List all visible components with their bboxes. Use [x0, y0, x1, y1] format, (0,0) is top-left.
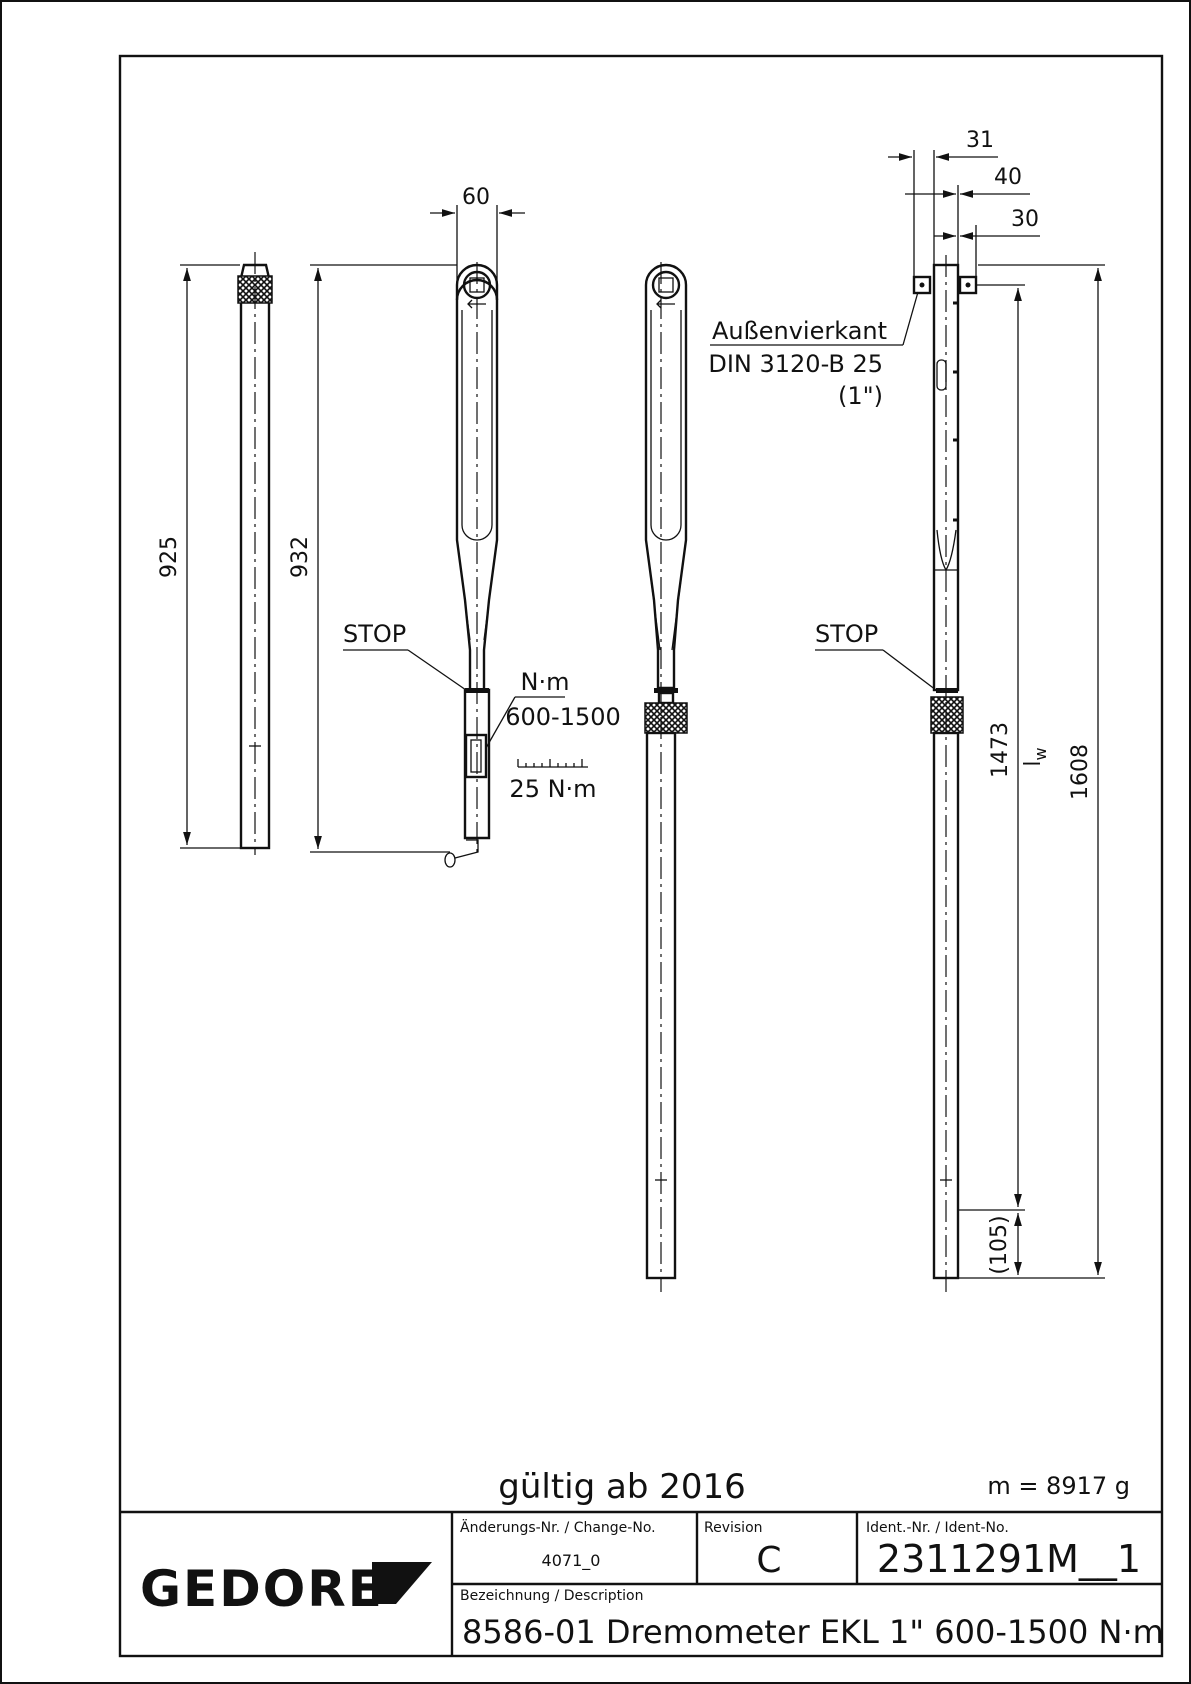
change-no-label: Änderungs-Nr. / Change-No.	[460, 1518, 656, 1536]
dim-105: (105)	[987, 1215, 1012, 1274]
mass-note: m = 8917 g	[987, 1472, 1130, 1500]
dim-31: 31	[966, 128, 994, 153]
title-block: GEDORE Änderungs-Nr. / Change-No. 4071_0…	[120, 1510, 1164, 1656]
revision-label: Revision	[704, 1520, 763, 1536]
dim-lw: lw	[1021, 747, 1050, 766]
label-scale-step: 25 N·m	[509, 775, 596, 803]
view-extension-tube: 925	[157, 252, 273, 855]
drawing-frame	[118, 54, 1164, 1658]
svg-text:GEDORE: GEDORE	[140, 1560, 384, 1618]
revision-value: C	[756, 1540, 781, 1581]
description-label: Bezeichnung / Description	[460, 1588, 644, 1604]
ident-value: 2311291M__1	[877, 1537, 1141, 1581]
dim-1473: 1473	[988, 722, 1013, 778]
valid-from-note: gültig ab 2016	[498, 1467, 746, 1507]
dim-30: 30	[1011, 207, 1039, 232]
view-wrench-extended	[644, 262, 688, 1292]
dim-932: 932	[288, 536, 313, 578]
dim-60: 60	[462, 185, 490, 210]
label-square-drive-size: (1")	[838, 382, 883, 410]
label-range: 600-1500	[505, 703, 621, 731]
gedore-logo: GEDORE	[140, 1560, 432, 1618]
dim-1608: 1608	[1068, 744, 1093, 800]
label-square-drive-title: Außenvierkant	[712, 317, 887, 345]
label-square-drive-spec: DIN 3120-B 25	[708, 350, 883, 378]
change-no-value: 4071_0	[542, 1551, 601, 1571]
view-wrench-front: 60 932 STOP N·m 600-1500 25 N·m	[288, 185, 621, 868]
dim-925: 925	[157, 536, 182, 578]
label-unit-nm: N·m	[521, 668, 570, 696]
description-value: 8586-01 Dremometer EKL 1" 600-1500 N·m	[462, 1613, 1164, 1651]
ident-label: Ident.-Nr. / Ident-No.	[866, 1520, 1009, 1536]
label-stop-left: STOP	[343, 620, 406, 648]
view-wrench-side: 31 40 30 Außenvierkant DIN 3120-B 25 (1"…	[708, 128, 1105, 1292]
label-stop-right: STOP	[815, 620, 878, 648]
dim-40: 40	[994, 165, 1022, 190]
